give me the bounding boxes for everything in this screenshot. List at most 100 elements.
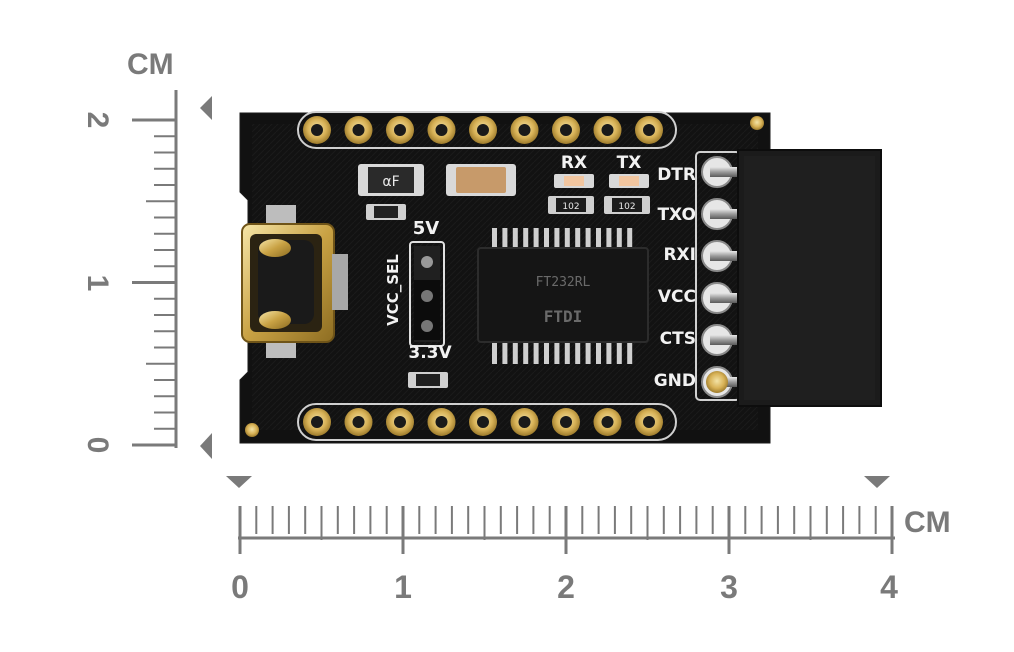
- header-pin-shaft: [710, 251, 740, 261]
- chip-pin: [627, 228, 633, 250]
- vertical-ruler-ticks: [132, 118, 176, 447]
- fuse-component: αF: [358, 164, 424, 196]
- tx-resistor-code: 102: [618, 202, 635, 212]
- horizontal-ruler-label-0: 0: [231, 569, 249, 605]
- vertical-ruler-label-0: 0: [81, 437, 114, 454]
- top-pad-hole: [311, 124, 323, 136]
- horizontal-marker-left: [226, 476, 252, 488]
- usb-serial-chip: FT232RL FTDI: [477, 228, 649, 364]
- bottom-pad-hole: [352, 416, 365, 428]
- bottom-pad-hole: [394, 416, 406, 428]
- chip-pin: [606, 228, 612, 250]
- bottom-pad-hole: [311, 416, 323, 428]
- mounting-dot-bottom-left: [245, 423, 259, 437]
- chip-pin: [616, 340, 622, 364]
- chip-pin: [512, 340, 518, 364]
- chip-pin: [502, 340, 508, 364]
- pin-label-cts: CTS: [660, 329, 696, 349]
- chip-pin: [544, 228, 549, 250]
- mounting-dot-top-right: [750, 116, 764, 130]
- chip-pin: [596, 340, 601, 364]
- chip-pin: [502, 228, 508, 250]
- top-pad-hole: [477, 124, 489, 136]
- chip-brand: FTDI: [544, 307, 583, 326]
- rx-resistor-code: 102: [562, 202, 579, 212]
- chip-part-number: FT232RL: [536, 275, 591, 290]
- horizontal-ruler: 0 1 2 3 4 CM: [226, 476, 951, 605]
- chip-body: [477, 247, 649, 343]
- header-pin-labels: DTR TXO RXI VCC CTS GND: [654, 165, 696, 391]
- header-pin-shaft: [710, 209, 740, 219]
- capacitor-component: [446, 164, 516, 196]
- chip-pin: [564, 340, 570, 364]
- top-pad-hole: [394, 124, 406, 136]
- bottom-pad-hole: [601, 416, 614, 428]
- chip-pin: [533, 340, 539, 364]
- header-pin-shaft: [710, 293, 740, 303]
- bottom-pad-outline: [297, 403, 677, 441]
- horizontal-ruler-label-4: 4: [880, 569, 898, 605]
- vertical-ruler-unit: CM: [127, 48, 174, 81]
- chip-pin: [523, 340, 529, 364]
- fuse-mark: αF: [382, 174, 399, 190]
- pin-label-gnd: GND: [654, 371, 696, 391]
- pin-label-rxi: RXI: [663, 245, 696, 265]
- pcb-board: αF RX TX 102 102: [239, 111, 882, 444]
- vertical-ruler: CM 2 1 0: [81, 48, 212, 459]
- pin-label-vcc: VCC: [658, 287, 696, 307]
- bottom-pad-hole: [643, 416, 655, 428]
- rx-led-lens: [564, 176, 584, 186]
- vcc-select-jumper: 5V VCC_SEL 3.3V: [384, 218, 452, 388]
- top-pad-hole: [352, 124, 365, 136]
- top-pad-hole: [643, 124, 655, 136]
- rx-led-label: RX: [561, 153, 587, 173]
- chip-pin: [554, 228, 560, 250]
- horizontal-ruler-unit: CM: [904, 506, 951, 539]
- chip-pin: [585, 228, 591, 250]
- pin-label-dtr: DTR: [657, 165, 696, 185]
- chip-pin: [533, 228, 539, 250]
- top-pad-hole: [518, 124, 531, 136]
- bottom-pad-hole: [435, 416, 448, 428]
- chip-pin: [596, 228, 601, 250]
- top-pad-hole: [435, 124, 448, 136]
- horizontal-ruler-label-3: 3: [720, 569, 738, 605]
- chip-pin: [512, 228, 518, 250]
- horizontal-ruler-label-2: 2: [557, 569, 575, 605]
- chip-pin: [523, 228, 529, 250]
- header-block: [738, 150, 881, 406]
- header-pins: [701, 156, 740, 398]
- chip-pin: [585, 340, 591, 364]
- chip-pins-top: [492, 228, 633, 250]
- vcc-sel-label: VCC_SEL: [384, 254, 402, 326]
- bottom-pad-row: [297, 403, 677, 441]
- chip-pin: [492, 228, 497, 250]
- vertical-ruler-label-2: 2: [81, 112, 114, 129]
- header-pin-gnd-pad: [706, 371, 728, 393]
- bottom-pad-hole: [477, 416, 489, 428]
- chip-pin: [564, 228, 570, 250]
- vertical-marker-top: [200, 96, 212, 120]
- horizontal-ruler-ticks: [238, 506, 894, 554]
- vcc-5v-label: 5V: [413, 218, 440, 239]
- chip-pin: [554, 340, 560, 364]
- bottom-pad-hole: [560, 416, 572, 428]
- header-pin-shaft: [710, 167, 740, 177]
- chip-pin: [575, 340, 581, 364]
- top-pad-hole: [560, 124, 572, 136]
- horizontal-ruler-label-1: 1: [394, 569, 412, 605]
- chip-pins-bottom: [492, 340, 633, 364]
- header-pin-shaft: [710, 335, 740, 345]
- chip-pin: [606, 340, 612, 364]
- micro-usb-connector: [241, 205, 348, 358]
- top-pad-outline: [297, 111, 677, 149]
- pin-label-txo: TXO: [657, 205, 696, 225]
- chip-pin: [627, 340, 633, 364]
- top-pad-row: [297, 111, 677, 149]
- chip-pin: [544, 340, 549, 364]
- bottom-pad-hole: [518, 416, 531, 428]
- top-pad-hole: [601, 124, 614, 136]
- vertical-ruler-label-1: 1: [81, 275, 114, 292]
- horizontal-marker-right: [864, 476, 890, 488]
